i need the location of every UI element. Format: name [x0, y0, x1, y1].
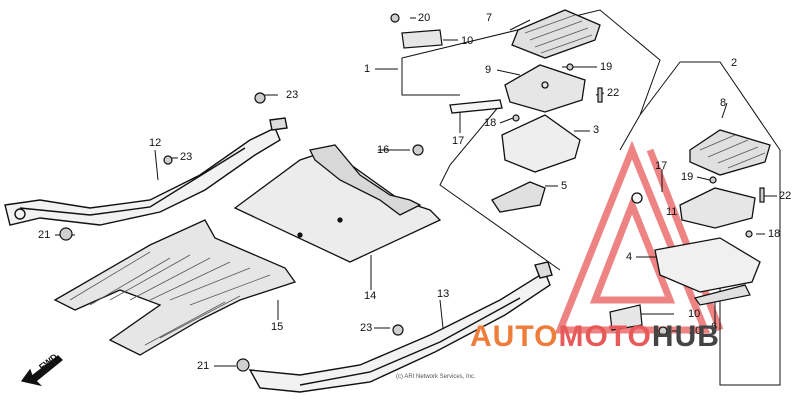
callout-12: 12 — [149, 137, 162, 149]
screw-19-top — [566, 63, 574, 71]
callout-23-bottom: 23 — [360, 322, 373, 334]
watermark-triangle — [554, 140, 724, 334]
callout-3: 3 — [593, 124, 600, 136]
callout-20-right: 20 — [689, 325, 702, 337]
part-3-cover — [501, 114, 581, 173]
callout-17-right: 17 — [655, 160, 668, 172]
fasteners — [59, 13, 765, 372]
callout-16: 16 — [377, 144, 390, 156]
callout-20-top: 20 — [418, 12, 431, 24]
part-6-clip — [694, 284, 751, 306]
nut-21-left — [59, 227, 73, 241]
callout-7: 7 — [486, 12, 493, 24]
screw-19-right — [709, 176, 717, 184]
part-10-clips — [401, 29, 643, 331]
bolt-23-top — [254, 92, 266, 104]
watermark-logo: AUTOMOTOHUB — [470, 322, 720, 352]
nut-21-bottom — [236, 358, 250, 372]
callout-17-top: 17 — [452, 135, 465, 147]
part-9-bracket — [504, 64, 586, 113]
part-13-right-rail — [248, 261, 553, 393]
nut-20-bottom — [658, 326, 668, 336]
callout-9: 9 — [485, 64, 492, 76]
screw-18-top — [512, 114, 520, 122]
fwd-arrow-icon — [20, 355, 63, 387]
callout-14: 14 — [364, 290, 377, 302]
callout-18-right: 18 — [768, 228, 781, 240]
watermark-part-auto: AUTO — [470, 320, 559, 353]
callout-5: 5 — [561, 180, 568, 192]
callout-4: 4 — [626, 251, 633, 263]
watermark-part-hub: HUB — [651, 320, 720, 353]
bolt-16 — [412, 144, 424, 156]
part-4-tray — [654, 237, 761, 293]
part-12-left-rail — [4, 117, 288, 226]
callout-13: 13 — [437, 288, 450, 300]
pin-22-top — [597, 87, 603, 103]
bolt-23-bottom — [392, 324, 404, 336]
callout-11: 11 — [666, 206, 678, 218]
callout-8: 8 — [720, 97, 727, 109]
part-15-floor-mat — [53, 219, 297, 356]
callout-18-top: 18 — [484, 117, 497, 129]
callout-22-top: 22 — [607, 87, 620, 99]
pin-22-right — [759, 187, 765, 203]
part-14-floor-panel — [233, 144, 442, 263]
bolt-23-mid — [163, 155, 173, 165]
callout-6: 6 — [711, 321, 718, 333]
part-17-rods — [449, 99, 643, 204]
copyright-text: (c) ARI Network Services, Inc. — [396, 374, 476, 380]
callout-10-right: 10 — [688, 308, 701, 320]
callout-2: 2 — [731, 57, 738, 69]
watermark-part-moto: MOTO — [558, 320, 652, 353]
callout-21-bottom: 21 — [197, 360, 210, 372]
nut-20-top — [390, 13, 400, 23]
part-8-right-cover — [689, 129, 771, 176]
callout-19-right: 19 — [681, 171, 694, 183]
callout-19-top: 19 — [600, 61, 613, 73]
callout-23-mid: 23 — [180, 151, 193, 163]
callout-10-top: 10 — [461, 35, 474, 47]
callout-15: 15 — [271, 321, 284, 333]
callout-22-right: 22 — [779, 190, 792, 202]
screw-18-right — [745, 230, 753, 238]
part-5-plate — [491, 181, 546, 213]
callout-23-top: 23 — [286, 89, 299, 101]
part-7-top-cover — [511, 9, 601, 59]
callout-21-left: 21 — [38, 229, 51, 241]
callout-1: 1 — [364, 63, 371, 75]
part-11-bracket — [679, 187, 756, 229]
